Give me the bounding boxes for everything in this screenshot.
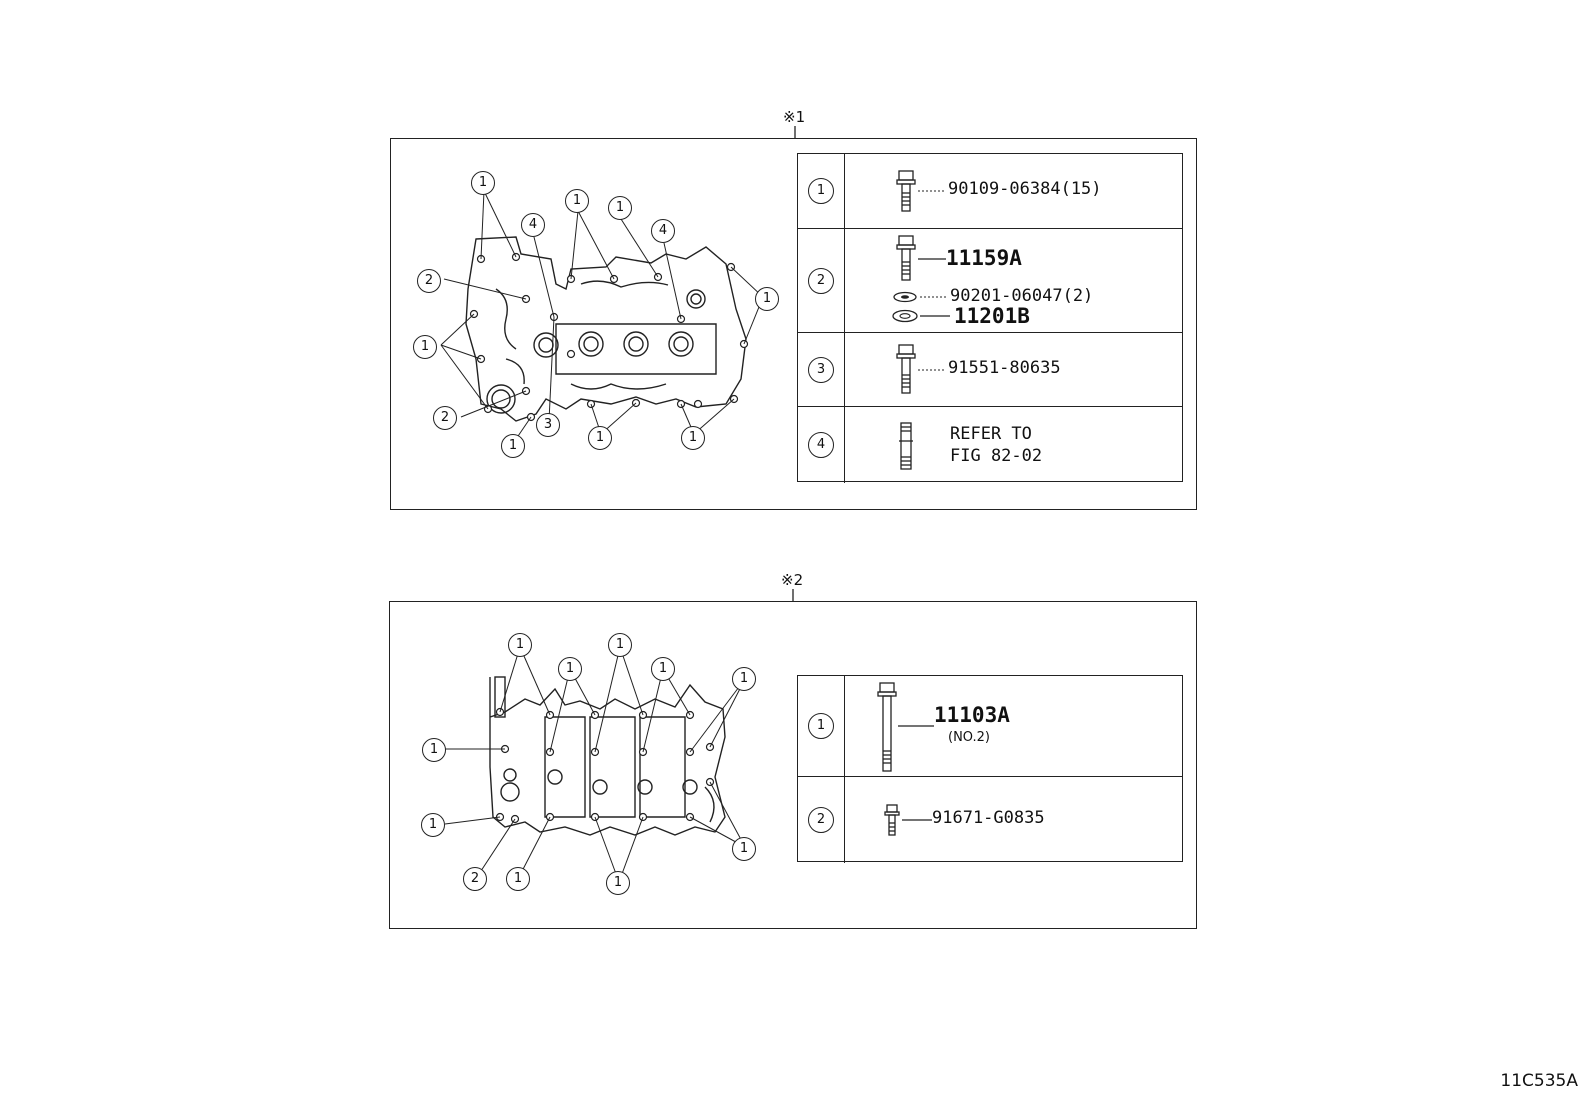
stud-bolt-icon [899, 422, 913, 470]
callout: 1 [413, 335, 437, 359]
callout: 3 [536, 413, 560, 437]
callout: 1 [501, 434, 525, 458]
callout: 1 [608, 633, 632, 657]
section-1-leader [794, 126, 796, 138]
part-number: 11103A [934, 703, 1010, 727]
part-number: 91551-80635 [948, 358, 1061, 378]
engine-block-diagram [444, 646, 746, 883]
callout: 2 [417, 269, 441, 293]
parts-legend-1: 1 90109-06384(15) 2 11159A 90201-06047(2… [797, 153, 1183, 483]
part-number: 11201B [954, 304, 1030, 328]
callout: 4 [651, 219, 675, 243]
callout: 2 [433, 406, 457, 430]
part-note: FIG 82-02 [950, 446, 1043, 466]
gasket-icon [892, 309, 918, 323]
flange-bolt-icon [896, 170, 916, 212]
legend-row: 3 91551-80635 [798, 333, 1182, 407]
callout: 1 [422, 738, 446, 762]
washer-icon [893, 291, 917, 303]
callout: 1 [651, 657, 675, 681]
short-flange-bolt-icon [884, 804, 900, 836]
legend-row: 4 REFER TO FIG 82-02 [798, 407, 1182, 483]
row-id: 3 [808, 356, 834, 383]
figure-code: 11C535A [1500, 1071, 1578, 1091]
callout: 1 [608, 196, 632, 220]
callout: 1 [755, 287, 779, 311]
row-id: 2 [808, 807, 834, 833]
callout: 1 [732, 667, 756, 691]
row-id: 1 [808, 713, 834, 739]
section-2-panel: 1 1 1 1 1 1 1 1 2 1 1 1 11103A (NO.2) 2 … [389, 601, 1197, 929]
legend-row: 1 11103A (NO.2) [798, 676, 1182, 777]
legend-row: 2 91671-G0835 [798, 777, 1182, 863]
callout: 1 [508, 633, 532, 657]
legend-row: 1 90109-06384(15) [798, 154, 1182, 229]
callout: 1 [732, 837, 756, 861]
callout: 1 [421, 813, 445, 837]
flange-bolt-icon [896, 235, 916, 281]
callout: 2 [463, 867, 487, 891]
callout: 1 [506, 867, 530, 891]
callout: 1 [588, 426, 612, 450]
part-note: REFER TO [950, 424, 1032, 444]
part-note: (NO.2) [948, 730, 990, 745]
long-flange-bolt-icon [877, 682, 897, 772]
parts-legend-2: 1 11103A (NO.2) 2 91671-G0835 [797, 675, 1183, 863]
legend-row: 2 11159A 90201-06047(2) 11201B [798, 229, 1182, 333]
part-number: 11159A [946, 246, 1022, 270]
row-id: 4 [808, 432, 834, 458]
callout: 4 [521, 213, 545, 237]
callout: 1 [606, 871, 630, 895]
flange-bolt-icon [896, 344, 916, 394]
callout: 1 [565, 189, 589, 213]
part-number: 90201-06047(2) [950, 286, 1094, 306]
part-number: 90109-06384(15) [948, 179, 1102, 199]
callout: 1 [471, 171, 495, 195]
section-1-mark: ※1 [783, 108, 806, 126]
part-number: 91671-G0835 [932, 808, 1045, 828]
callout: 1 [558, 657, 582, 681]
callout: 1 [681, 426, 705, 450]
row-id: 1 [808, 178, 834, 204]
section-1-panel: 1 4 1 1 4 1 2 1 1 2 1 3 1 1 1 90109-0638… [390, 138, 1197, 510]
section-2-mark: ※2 [781, 571, 804, 589]
row-id: 2 [808, 267, 834, 294]
section-2-leader [792, 589, 794, 601]
